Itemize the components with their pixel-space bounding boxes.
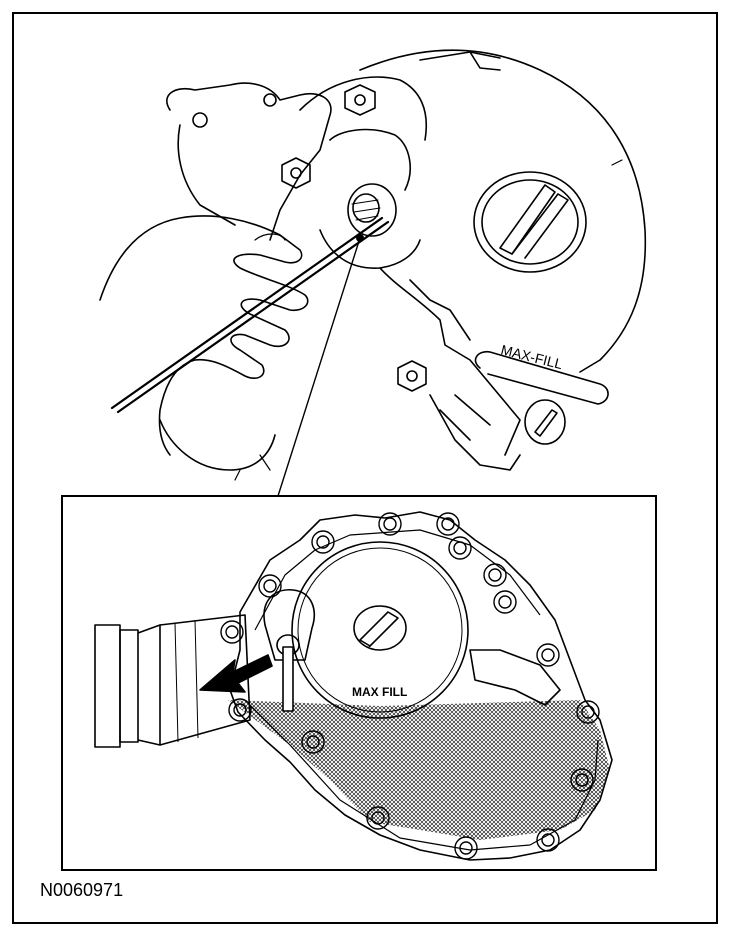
detail-view: MAX FILL (94, 511, 613, 861)
drain-plug-detail (353, 605, 407, 651)
figure-border (12, 12, 718, 924)
drain-plug-upper (473, 171, 587, 273)
mounting-flange (166, 82, 332, 241)
dipstick-wire (110, 216, 390, 414)
bolt-head (397, 360, 427, 392)
technician-hand (99, 215, 309, 456)
bolt-head (281, 157, 311, 189)
upper-view: MAX-FILL (99, 49, 647, 497)
dipstick-in-hole (282, 646, 294, 712)
rear-cover-circle (291, 541, 469, 719)
housing-bolts (220, 512, 600, 860)
max-fill-plug-upper (474, 350, 609, 445)
fill-plug-bore (347, 183, 397, 237)
fluid-level-region (228, 700, 610, 840)
transfer-case-housing-detail (229, 511, 613, 861)
max-fill-label-upper: MAX-FILL (499, 341, 564, 372)
detail-leader-line (277, 237, 361, 497)
max-fill-label-detail: MAX FILL (352, 685, 407, 699)
pointer-arrow (199, 654, 273, 693)
figure-id-label: N0060971 (40, 880, 124, 900)
transfer-case-housing (359, 49, 647, 373)
bolt-head (344, 84, 376, 116)
